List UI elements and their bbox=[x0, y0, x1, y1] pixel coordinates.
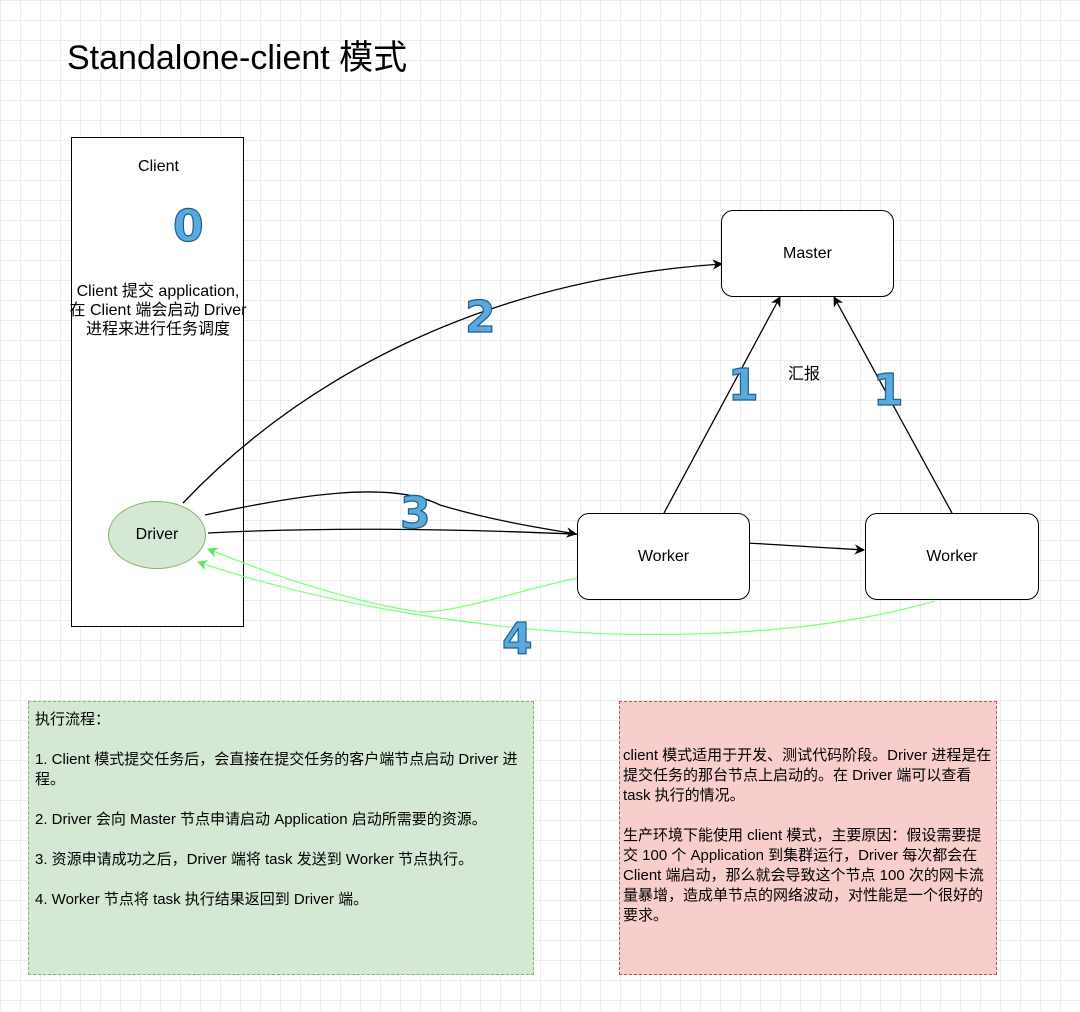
edge-driver-to-worker2 bbox=[207, 528, 866, 555]
note-item: 2. Driver 会向 Master 节点申请启动 Application 启… bbox=[35, 811, 487, 828]
edge-driver-to-worker1 bbox=[204, 491, 578, 538]
worker-node-1: Worker bbox=[577, 513, 750, 600]
step-1-right-label: 1 bbox=[873, 365, 904, 416]
driver-label: Driver bbox=[135, 526, 179, 543]
page-title: Standalone-client 模式 bbox=[67, 39, 408, 77]
step-4-label: 4 bbox=[502, 614, 533, 665]
edge-worker1-to-driver bbox=[207, 547, 578, 613]
worker-node-2: Worker bbox=[865, 513, 1039, 600]
master-label: Master bbox=[783, 244, 832, 262]
note-item: 1. Client 模式提交任务后，会直接在提交任务的客户端节点启动 Drive… bbox=[35, 751, 518, 788]
step-2-label: 2 bbox=[465, 292, 496, 343]
step-0-label: 0 bbox=[173, 201, 204, 252]
note-paragraph: client 模式适用于开发、测试代码阶段。Driver 进程是在提交任务的那台… bbox=[623, 747, 992, 804]
step-1-left-label: 1 bbox=[728, 360, 759, 411]
worker-label: Worker bbox=[637, 547, 690, 565]
execution-flow-note: 执行流程： 1. Client 模式提交任务后，会直接在提交任务的客户端节点启动… bbox=[28, 701, 534, 975]
client-mode-note: client 模式适用于开发、测试代码阶段。Driver 进程是在提交任务的那台… bbox=[619, 701, 997, 975]
client-desc-line: 进程来进行任务调度 bbox=[85, 321, 230, 338]
edge-worker2-to-master bbox=[833, 296, 953, 514]
step-3-label: 3 bbox=[400, 488, 431, 539]
note-paragraph: 生产环境下能使用 client 模式，主要原因：假设需要提交 100 个 App… bbox=[623, 827, 984, 924]
note-item: 4. Worker 节点将 task 执行结果返回到 Driver 端。 bbox=[35, 891, 369, 908]
driver-node: Driver bbox=[108, 501, 206, 569]
worker-label: Worker bbox=[926, 547, 978, 565]
master-node: Master bbox=[721, 210, 894, 297]
client-label: Client bbox=[138, 158, 179, 175]
report-label: 汇报 bbox=[788, 366, 821, 383]
edge-driver-to-master bbox=[182, 259, 724, 504]
edge-worker1-to-master bbox=[663, 296, 781, 514]
client-desc-line: Client 提交 application, bbox=[76, 283, 240, 300]
client-description: Client 提交 application, 在 Client 端会启动 Dri… bbox=[52, 282, 264, 339]
edge-worker2-to-driver bbox=[197, 560, 936, 636]
note-item: 3. 资源申请成功之后，Driver 端将 task 发送到 Worker 节点… bbox=[35, 851, 474, 868]
note-heading: 执行流程： bbox=[35, 711, 111, 728]
client-desc-line: 在 Client 端会启动 Driver bbox=[69, 302, 247, 319]
